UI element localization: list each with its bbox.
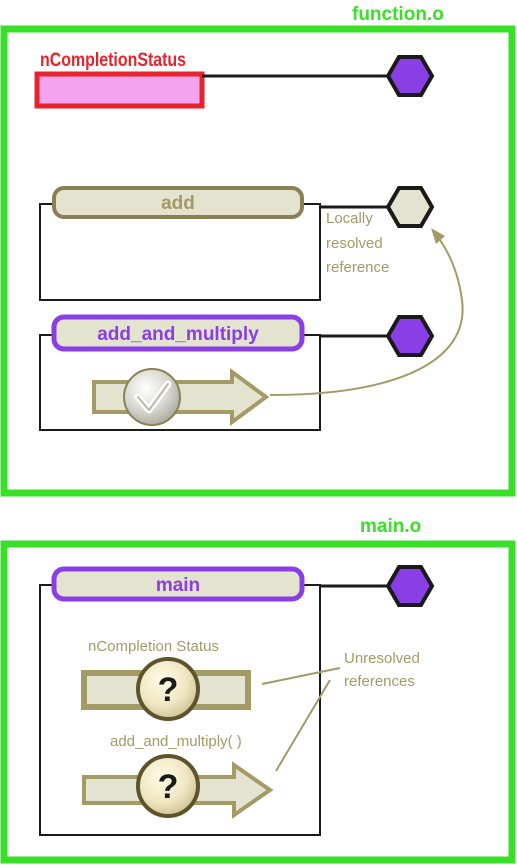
locally-resolved-annotation: Locally resolved reference: [326, 210, 389, 276]
reference-label: add_and_multiply( ): [110, 733, 242, 750]
function-label: add_and_multiply: [97, 324, 259, 345]
function-body: [39, 203, 321, 301]
unresolved-badge: [136, 754, 200, 818]
exported-symbol-hexagon: [385, 565, 435, 607]
resolved-badge: [123, 368, 181, 426]
unresolved-variable-ref: nCompletion Status ?: [81, 638, 251, 721]
question-mark-icon: ?: [158, 671, 179, 709]
variable-box: [34, 71, 205, 109]
function-label-box: [51, 314, 305, 352]
annotation-line: Unresolved: [344, 650, 420, 667]
annotation-line: references: [344, 673, 415, 690]
annotation-line: reference: [326, 259, 389, 276]
function-label: add: [161, 193, 195, 214]
main-o-module: main.o main nCompletion Status ? add_and…: [0, 516, 516, 864]
variable-ncompletionstatus: nCompletionStatus: [34, 50, 435, 109]
function-o-module: function.o nCompletionStatus add Locally…: [0, 4, 516, 497]
pointer-line: [275, 679, 331, 772]
function-label-box: [52, 186, 304, 219]
unresolved-annotation: Unresolved references: [261, 650, 420, 772]
checkmark-outline: [137, 383, 169, 411]
annotation-line: resolved: [326, 235, 383, 252]
main-o-title: main.o: [360, 516, 421, 537]
unresolved-badge: [136, 657, 200, 721]
function-label-box: [51, 566, 305, 602]
variable-label: nCompletionStatus: [40, 50, 186, 71]
arrowhead-icon: [431, 228, 445, 244]
exported-symbol-hexagon: [385, 315, 435, 357]
exported-symbol-hexagon: [385, 55, 435, 97]
function-o-border: [0, 25, 516, 497]
question-mark-icon: ?: [158, 768, 179, 806]
function-label: main: [156, 575, 200, 596]
annotation-line: Locally: [326, 210, 373, 227]
function-o-title: function.o: [352, 4, 444, 25]
reference-label: nCompletion Status: [88, 638, 219, 655]
function-add: add: [39, 186, 435, 301]
local-symbol-hexagon: [385, 186, 435, 228]
resolution-curve: [269, 228, 464, 396]
pointer-line: [261, 667, 341, 685]
function-add-and-multiply: add_and_multiply: [39, 314, 435, 431]
resolution-path: [269, 231, 464, 396]
unresolved-function-ref: add_and_multiply( ) ?: [82, 733, 274, 819]
main-o-border: [0, 540, 516, 864]
